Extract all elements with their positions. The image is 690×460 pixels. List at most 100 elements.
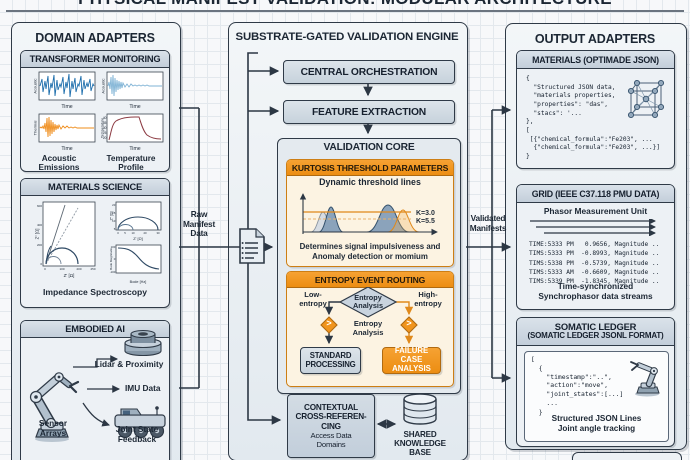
impedance-spectroscopy-caption: Impedance Spectroscopy <box>42 287 148 297</box>
raw-manifest-label: Raw Manifest Data <box>182 209 216 239</box>
svg-text:Z' [Ω]: Z' [Ω] <box>133 236 143 241</box>
svg-text:40: 40 <box>103 116 107 120</box>
svg-text:K=5.5: K=5.5 <box>416 218 435 225</box>
high-entropy-label: High- entropy <box>414 290 442 308</box>
kurtosis-caption: Determines signal impulsiveness and Anom… <box>299 242 441 261</box>
svg-text:15: 15 <box>112 211 116 215</box>
temperature-profile-caption: Temperature Profile <box>106 154 156 172</box>
svg-text:100: 100 <box>111 245 116 249</box>
svg-text:Acoustic: Acoustic <box>101 78 106 93</box>
svg-text:35: 35 <box>103 121 107 125</box>
lidar-proximity-label: Lidar & Proximity <box>94 359 164 369</box>
sensor-arrays-label: Sensor Arrays <box>38 418 68 438</box>
manifest-document-icon <box>239 228 265 264</box>
somatic-ledger-box: SOMATIC LEDGER (SOMATIC LEDGER JSONL FOR… <box>516 317 675 447</box>
svg-text:Time: Time <box>129 104 140 110</box>
svg-text:20: 20 <box>112 203 116 207</box>
svg-text:10: 10 <box>112 219 116 223</box>
page-title-clip: PHYSICAL MANIFEST VALIDATION: MODULAR AR… <box>0 0 690 9</box>
validation-core-box: VALIDATION CORE KURTOSIS THRESHOLD PARAM… <box>277 138 461 394</box>
validation-core-title: VALIDATION CORE <box>323 142 415 153</box>
svg-text:0: 0 <box>44 267 46 271</box>
grid-pmu-box: GRID (IEEE C37.118 PMU DATA) Phasor Meas… <box>516 184 675 310</box>
partial-bottom-box <box>572 452 682 460</box>
transformer-monitoring-box: TRANSFORMER MONITORING Acoustic Time Aco… <box>20 50 170 172</box>
somatic-caption: Structured JSON Lines Joint angle tracki… <box>551 414 642 433</box>
svg-text:100: 100 <box>59 267 64 271</box>
somatic-arm-icon <box>630 361 660 397</box>
svg-text:-100: -100 <box>110 270 116 274</box>
somatic-ledger-subtitle: (SOMATIC LEDGER JSONL FORMAT) <box>527 331 664 341</box>
domain-adapters-header: DOMAIN ADAPTERS <box>35 31 155 45</box>
svg-text:0: 0 <box>114 257 116 261</box>
svg-text:5: 5 <box>124 231 126 235</box>
svg-text:Temperature: Temperature <box>101 118 105 138</box>
standard-processing-box: STANDARD PROCESSING <box>300 347 361 374</box>
knowledge-base-icon <box>403 393 437 425</box>
svg-text:0: 0 <box>117 231 119 235</box>
grid-pmu-header: GRID (IEEE C37.118 PMU DATA) <box>517 185 674 203</box>
pmu-data-lines: TIME:5333 PM 0.9656, Magnitude .. TIMS:5… <box>529 241 660 286</box>
failure-case-analysis-box: FAILURE CASE ANALYSIS <box>382 346 441 374</box>
materials-json-box: MATERIALS (OPTIMADE JSON) { "Structured … <box>516 50 675 169</box>
joint-state-feedback-label: Joint State Feedback <box>115 424 159 444</box>
validation-engine-header: SUBSTRATE-GATED VALIDATION ENGINE <box>235 31 459 43</box>
page-title: PHYSICAL MANIFEST VALIDATION: MODULAR AR… <box>0 0 690 9</box>
svg-text:Acoustic: Acoustic <box>33 78 38 93</box>
pmu-stream-arrows <box>530 219 656 236</box>
svg-text:200: 200 <box>37 243 42 247</box>
svg-text:20: 20 <box>143 231 147 235</box>
svg-text:Time: Time <box>129 146 140 152</box>
somatic-ledger-header-bar: SOMATIC LEDGER (SOMATIC LEDGER JSONL FOR… <box>517 318 674 346</box>
somatic-code-box: [ { "timestamp":"..", "action":"move", "… <box>524 351 669 442</box>
materials-json-code: { "Structured JSON data, "materials prop… <box>526 75 661 161</box>
acoustic-waveform-plot-2: Acoustic Time <box>101 71 164 110</box>
output-adapters-header: OUTPUT ADAPTERS <box>534 32 656 46</box>
kurtosis-plot: K=3.0 K=5.5 <box>299 193 438 236</box>
svg-text:Thermal: Thermal <box>33 121 38 136</box>
robot-arm-icon <box>29 372 80 442</box>
kurtosis-header: KURTOSIS THRESHOLD PARAMETERS <box>287 160 453 176</box>
knowledge-base-label: SHARED KNOWLEDGE BASE <box>394 430 446 458</box>
svg-text:250: 250 <box>90 267 95 271</box>
rover-icon <box>114 406 166 439</box>
svg-text:Time: Time <box>61 146 72 152</box>
high-gate-symbol: > <box>406 318 412 328</box>
svg-text:200: 200 <box>76 267 81 271</box>
svg-text:Z' [Ω]: Z' [Ω] <box>64 273 75 278</box>
title-divider <box>6 10 684 12</box>
cross-referencing-subtitle: Access Data Domains <box>310 431 352 449</box>
cross-referencing-box: CONTEXTUAL CROSS-REFEREN- CING Access Da… <box>287 394 375 458</box>
feature-extraction-box: FEATURE EXTRACTION <box>283 100 455 124</box>
materials-science-header: MATERIALS SCIENCE <box>21 179 169 196</box>
acoustic-waveform-plot-1: Acoustic Time <box>33 71 96 110</box>
cross-referencing-title: CONTEXTUAL CROSS-REFEREN- CING <box>295 402 367 431</box>
lidar-sensor-icon <box>124 329 162 357</box>
pmu-caption: Time-synchronized Synchrophasor data str… <box>538 281 653 301</box>
pmu-subtitle: Phasor Measurement Unit <box>543 206 648 216</box>
svg-text:30: 30 <box>103 126 107 130</box>
svg-text:Z'' [Ω]: Z'' [Ω] <box>110 211 114 220</box>
imu-data-label: IMU Data <box>125 383 161 393</box>
svg-text:10: 10 <box>131 231 135 235</box>
svg-text:Bode [Hz]: Bode [Hz] <box>130 280 147 284</box>
svg-text:25: 25 <box>103 131 107 135</box>
entropy-panel: ENTROPY EVENT ROUTING Entropy Analysis L… <box>286 271 454 387</box>
somatic-ledger-title: SOMATIC LEDGER <box>554 320 637 332</box>
somatic-code: [ { "timestamp":"..", "action":"move", "… <box>531 355 624 416</box>
svg-text:30: 30 <box>156 231 160 235</box>
svg-text:20: 20 <box>103 136 107 140</box>
materials-json-header: MATERIALS (OPTIMADE JSON) <box>517 51 674 69</box>
kurtosis-panel: KURTOSIS THRESHOLD PARAMETERS Dynamic th… <box>286 159 454 267</box>
low-gate-symbol: > <box>326 318 332 328</box>
transformer-monitoring-header: TRANSFORMER MONITORING <box>21 51 169 68</box>
central-orchestration-box: CENTRAL ORCHESTRATION <box>283 60 455 84</box>
kurtosis-subtitle: Dynamic threshold lines <box>319 177 421 187</box>
entropy-header: ENTROPY EVENT ROUTING <box>287 272 453 288</box>
svg-text:Z'' [Ω]: Z'' [Ω] <box>35 229 40 240</box>
validated-manifests-label: Validated Manifests <box>469 213 507 233</box>
